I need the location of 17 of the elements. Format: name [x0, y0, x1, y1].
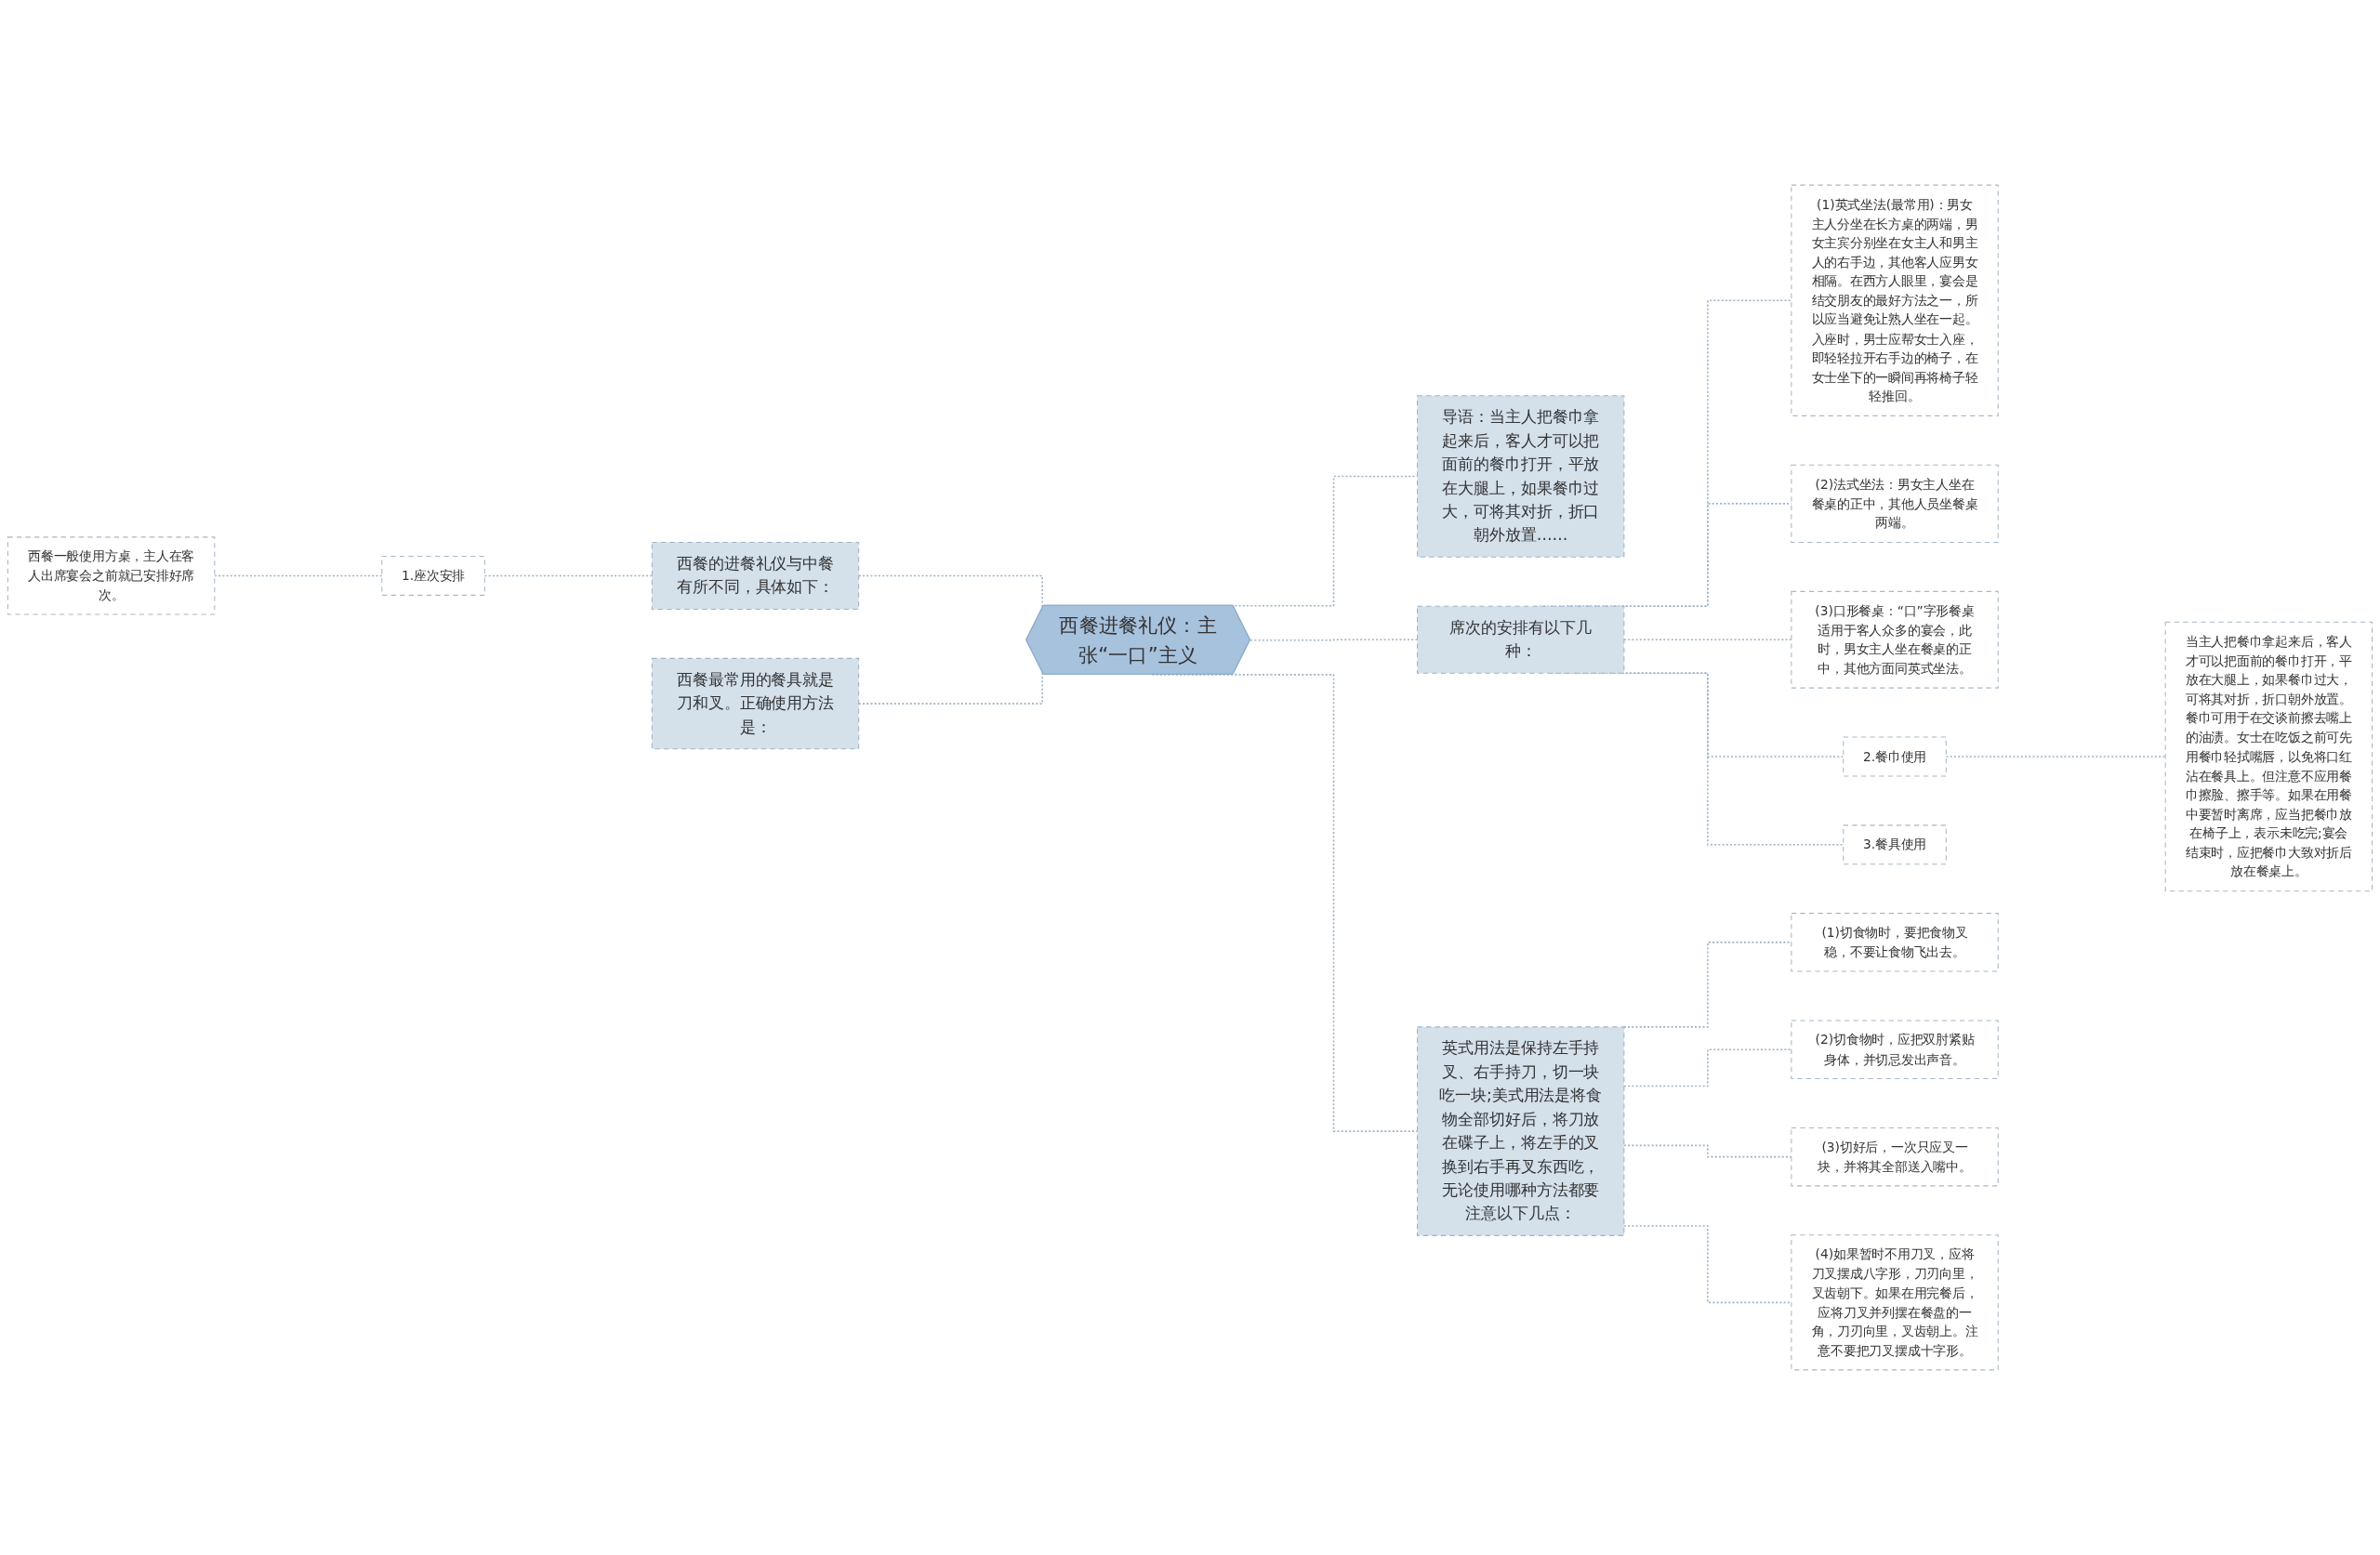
node-box: (2)切食物时，应把双肘紧贴身体，并切忌发出声音。 [1791, 1020, 1999, 1079]
node-box: (2)法式坐法：男女主人坐在餐桌的正中，其他人员坐餐桌两端。 [1791, 464, 1999, 543]
node-box: (1)切食物时，要把食物叉稳，不要让食物飞出去。 [1791, 913, 1999, 972]
node-box: (3)切好后，一次只应叉一块，并将其全部送入嘴中。 [1791, 1127, 1999, 1187]
node-box: 西餐的进餐礼仪与中餐有所不同，具体如下： [651, 541, 860, 610]
node-box: 导语：当主人把餐巾拿起来后，客人才可以把面前的餐巾打开，平放在大腿上，如果餐巾过大，可将其对折，折口朝外放置…… [1417, 395, 1625, 558]
node-box: 英式用法是保持左手持叉、右手持刀，切一块吃一块;美式用法是将食物全部切好后，将刀放在碟子上，将左手的叉换到右手再叉东西吃，无论使用哪种方法都要注意以下几点： [1417, 1026, 1625, 1236]
node-box: 当主人把餐巾拿起来后，客人才可以把面前的餐巾打开，平放在大腿上，如果餐巾过大，可将其对折，折口朝外放置。餐巾可用于在交谈前擦去嘴上的油渍。女士在吃饭之前可先用餐巾轻拭嘴唇，以免将口红沾在餐具上。但注意不应用餐巾擦脸、擦手等。如果在用餐中要暂时离席，应当把餐巾放在椅子上，表示未吃完;宴会结束时，应把餐巾大致对折后放在餐桌上。 [2164, 621, 2373, 892]
node-box: 席次的安排有以下几种： [1417, 605, 1625, 674]
node-box: 3.餐具使用 [1843, 824, 1947, 865]
node-box: 1.座次安排 [381, 556, 485, 596]
node-box: 西餐最常用的餐具就是刀和叉。正确使用方法是： [651, 657, 860, 750]
node-box: 西餐一般使用方桌，主人在客人出席宴会之前就已安排好席次。 [7, 536, 216, 615]
node-box: 2.餐巾使用 [1843, 736, 1947, 777]
node-box: (3)口形餐桌：“口”字形餐桌适用于客人众多的宴会，此时，男女主人坐在餐桌的正中，其他方面同英式坐法。 [1791, 590, 1999, 689]
node-box: (1)英式坐法(最常用)：男女主人分坐在长方桌的两端，男女主宾分别坐在女主人和男主人的右手边，其他客人应男女相隔。在西方人眼里，宴会是结交朋友的最好方法之一，所以应当避免让熟人坐在一起。入座时，男士应帮女士入座，即轻轻拉开右手边的椅子，在女士坐下的一瞬间再将椅子轻轻推回。 [1791, 184, 1999, 416]
node-box: (4)如果暂时不用刀叉，应将刀叉摆成八字形，刀刃向里，叉齿朝下。如果在用完餐后，应将刀叉并列摆在餐盘的一角，刀刃向里，叉齿朝上。注意不要把刀叉摆成十字形。 [1791, 1234, 1999, 1371]
